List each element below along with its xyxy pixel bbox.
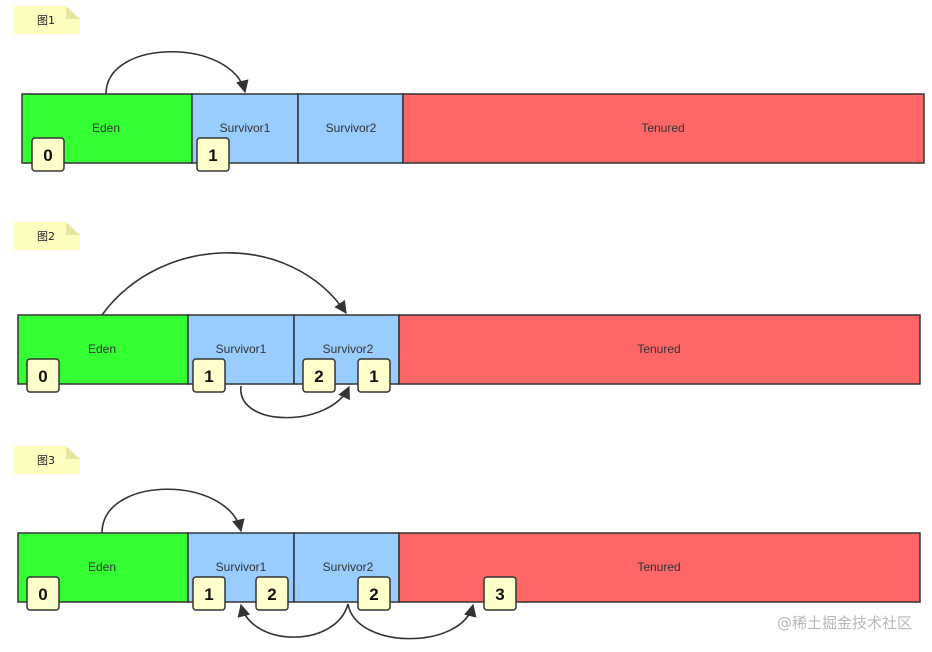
age-label: 0 <box>43 146 52 165</box>
eden-label: Eden <box>88 560 116 574</box>
eden-label: Eden <box>88 342 116 356</box>
watermark-text: @稀土掘金技术社区 <box>777 614 912 632</box>
note-label-1: 图1 <box>37 14 55 27</box>
tenured-label: Tenured <box>641 121 684 135</box>
age-label: 1 <box>369 367 378 386</box>
note-tag-1: 图1 <box>14 6 80 34</box>
tenured-region <box>398 532 921 603</box>
heap-row-3: Eden Survivor1 Survivor2 Tenured <box>17 532 921 603</box>
tenured-region <box>402 93 925 164</box>
age-box: 2 <box>255 576 289 611</box>
age-box: 2 <box>302 358 336 393</box>
age-label: 2 <box>267 585 276 604</box>
note-label-3: 图3 <box>37 454 55 467</box>
age-box: 1 <box>192 358 226 393</box>
heap-row-2: Eden Survivor1 Survivor2 Tenured <box>17 314 921 385</box>
heap-row-1: Eden Survivor1 Survivor2 Tenured <box>21 93 925 164</box>
survivor2-region <box>297 93 404 164</box>
arrow-eden-to-survivor1 <box>101 488 245 534</box>
eden-label: Eden <box>92 121 120 135</box>
age-label: 2 <box>314 367 323 386</box>
age-label: 0 <box>38 367 47 386</box>
survivor1-label: Survivor1 <box>216 560 267 574</box>
tenured-label: Tenured <box>637 560 680 574</box>
arrow-survivor2-to-survivor1 <box>237 603 349 638</box>
note-tag-2: 图2 <box>14 222 80 250</box>
diagram-1: 图1 Eden Survivor1 Survivor2 Tenured 0 1 <box>14 6 925 172</box>
arrow-survivor1-to-survivor2 <box>240 385 350 419</box>
tenured-region <box>398 314 921 385</box>
age-label: 0 <box>38 585 47 604</box>
age-label: 3 <box>495 585 504 604</box>
diagram-3: 图3 Eden Survivor1 Survivor2 Tenured 0 1 … <box>14 446 921 640</box>
age-box: 1 <box>192 576 226 611</box>
survivor2-label: Survivor2 <box>323 342 374 356</box>
survivor2-label: Survivor2 <box>323 560 374 574</box>
arrow-eden-to-survivor1 <box>105 50 249 95</box>
age-label: 1 <box>208 146 217 165</box>
survivor2-label: Survivor2 <box>326 121 377 135</box>
arrow-survivor2-to-tenured <box>347 603 477 640</box>
age-box: 1 <box>196 137 230 172</box>
survivor1-label: Survivor1 <box>216 342 267 356</box>
age-box: 1 <box>357 358 391 393</box>
survivor1-label: Survivor1 <box>220 121 271 135</box>
age-label: 1 <box>204 367 213 386</box>
age-label: 1 <box>204 585 213 604</box>
diagram-2: 图2 Eden Survivor1 Survivor2 Tenured 0 1 … <box>14 222 921 419</box>
age-box: 0 <box>26 358 60 393</box>
age-box: 2 <box>357 576 391 611</box>
arrow-eden-to-survivor2 <box>101 252 347 316</box>
tenured-label: Tenured <box>637 342 680 356</box>
age-label: 2 <box>369 585 378 604</box>
age-box: 0 <box>26 576 60 611</box>
age-box: 3 <box>483 576 517 611</box>
note-tag-3: 图3 <box>14 446 80 474</box>
age-box: 0 <box>31 137 65 172</box>
note-label-2: 图2 <box>37 230 55 243</box>
